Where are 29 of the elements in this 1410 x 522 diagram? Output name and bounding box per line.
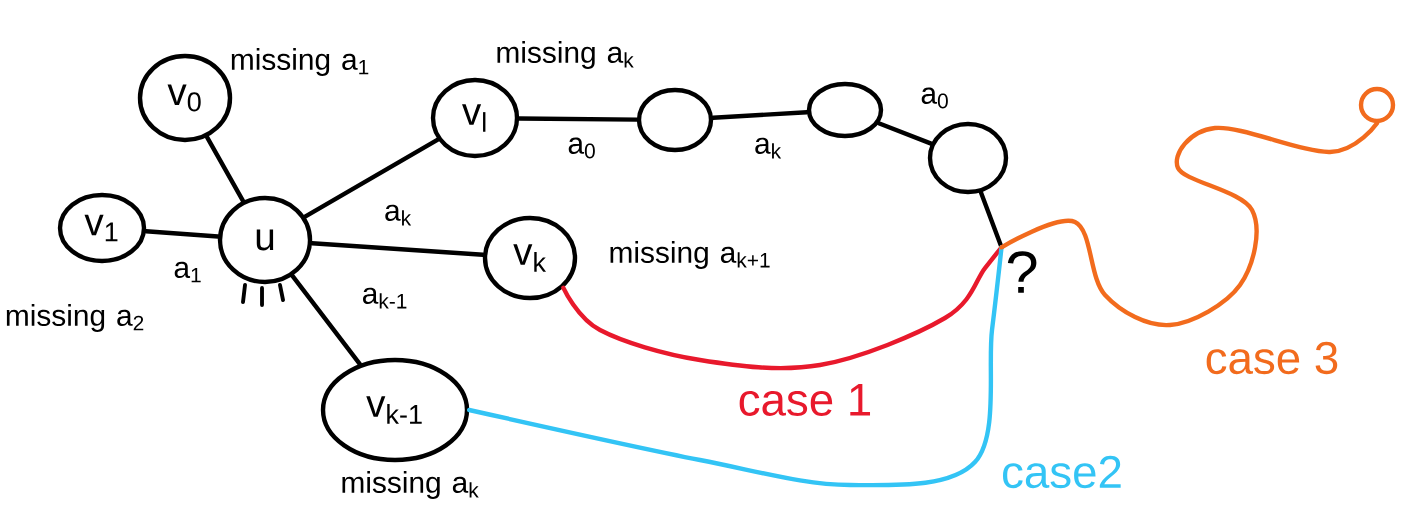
vertex-circle — [806, 81, 884, 139]
vertex-circle — [636, 87, 714, 153]
edge-line — [876, 121, 934, 146]
missing-label: missing a$_{k+1}$ — [610, 241, 770, 269]
vertex-circle — [927, 121, 1009, 195]
missing-label: missing a$_{k}$ — [497, 41, 634, 69]
edge-label: case2 — [999, 454, 1125, 490]
edge-label: a$_{k}$ — [752, 135, 784, 161]
missing-label: missing a$_{2}$ — [6, 304, 144, 332]
edge-label: a$_{0}$ — [918, 85, 952, 111]
edge-line — [302, 137, 440, 219]
edge-line — [290, 273, 363, 367]
edge-label: a$_{k}$ — [382, 202, 414, 228]
curve — [467, 245, 1004, 488]
curve — [999, 121, 1380, 328]
edge-label: a$_{1}$ — [171, 259, 205, 285]
missing-label: missing a$_{1}$ — [231, 48, 369, 76]
edge-label: a$_{0}$ — [565, 135, 599, 161]
edge-line — [710, 110, 810, 120]
edge-line — [517, 116, 639, 122]
edge-line — [143, 229, 221, 239]
question-mark: ? — [1007, 251, 1037, 293]
edge-line — [204, 134, 246, 204]
missing-label: missing a$_{k}$ — [342, 471, 479, 499]
vertex-circle — [1358, 86, 1396, 124]
edge-label: case 3 — [1202, 340, 1342, 376]
edge-label: case 1 — [735, 382, 875, 418]
edge-line — [309, 241, 486, 257]
edge-label: a$_{k-1}$ — [360, 285, 411, 311]
